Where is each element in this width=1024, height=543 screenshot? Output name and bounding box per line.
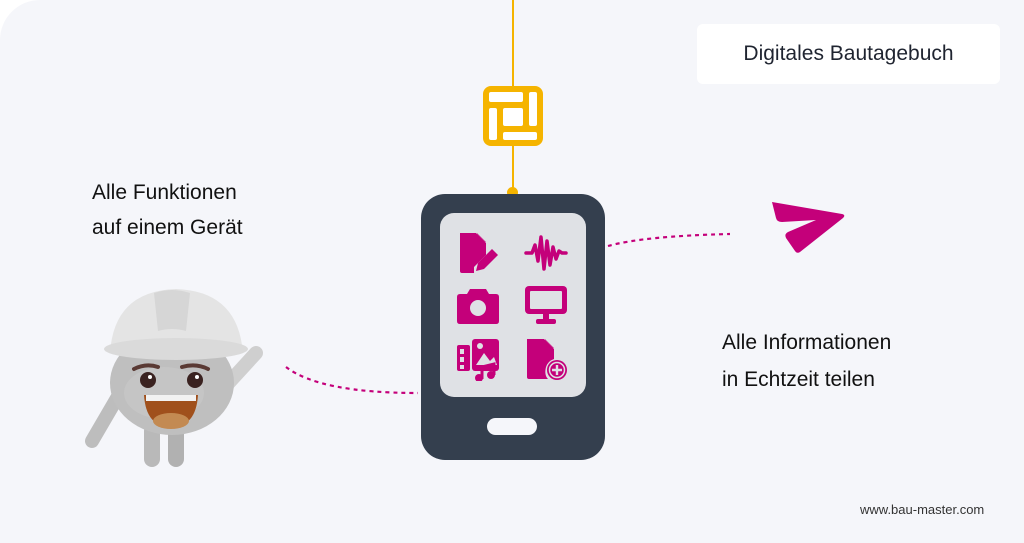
audio-waveform-icon[interactable] [524, 231, 568, 275]
sharing-caption-line2: in Echtzeit teilen [722, 368, 875, 391]
bau-master-logo-icon [483, 86, 543, 146]
home-button [487, 418, 537, 435]
camera-icon[interactable] [456, 283, 500, 327]
phone-screen [440, 213, 586, 397]
smartphone [421, 194, 605, 460]
features-caption-line2: auf einem Gerät [92, 216, 243, 239]
document-edit-icon[interactable] [456, 231, 500, 275]
monitor-icon[interactable] [524, 283, 568, 327]
dashed-connector-left [285, 366, 419, 395]
page-title: Digitales Bautagebuch [743, 42, 954, 65]
sharing-caption-line1: Alle Informationen [722, 331, 892, 354]
dashed-connector-right [607, 232, 731, 248]
website-url[interactable]: www.bau-master.com [860, 502, 985, 517]
connector-dot [507, 187, 518, 198]
media-gallery-icon[interactable] [456, 337, 500, 381]
sharing-caption: Alle Informationen in Echtzeit teilen [722, 324, 891, 398]
send-icon [772, 202, 845, 253]
title-badge: Digitales Bautagebuch [697, 24, 1000, 84]
features-caption: Alle Funktionen auf einem Gerät [92, 175, 243, 245]
features-caption-line1: Alle Funktionen [92, 181, 237, 204]
mascot-helmet-character [85, 289, 263, 467]
document-add-icon[interactable] [524, 337, 568, 381]
